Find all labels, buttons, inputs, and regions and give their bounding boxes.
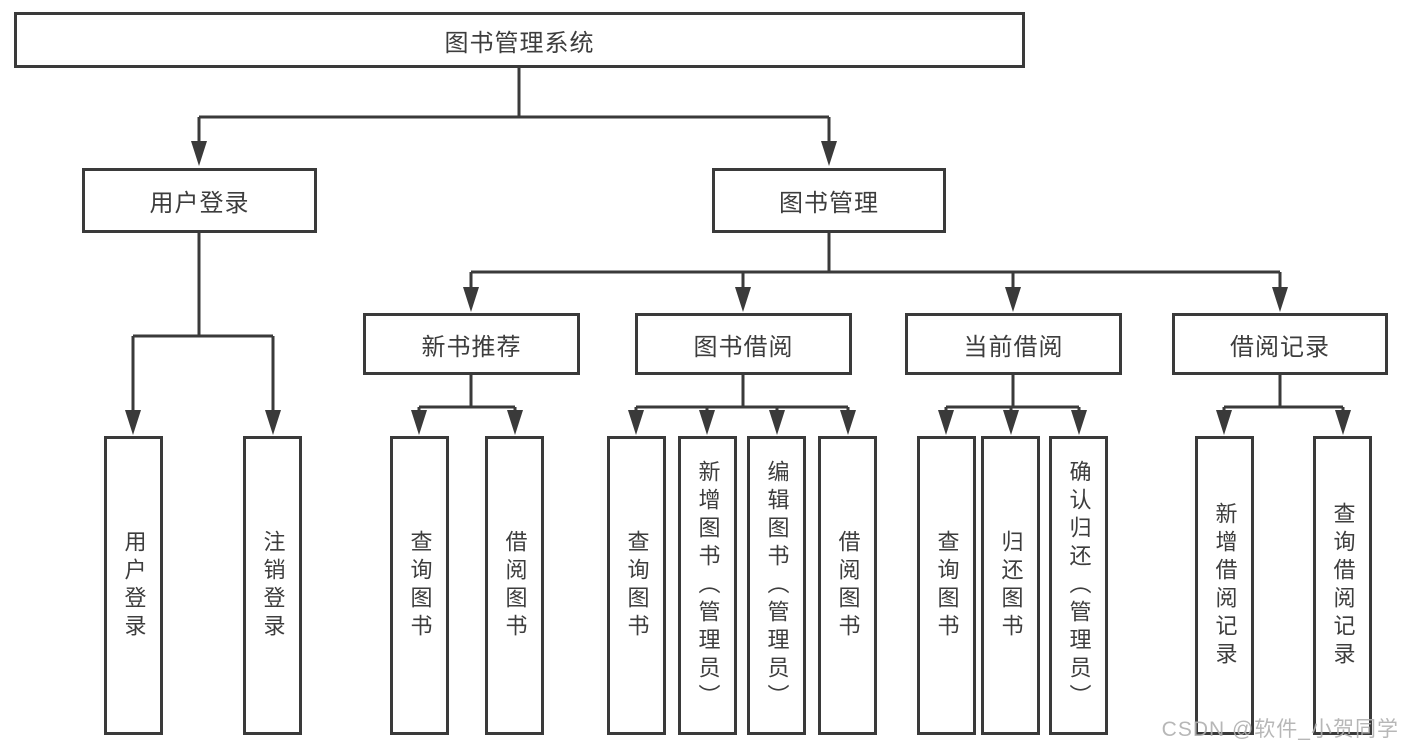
node-leaf-query-borrow-record: 查询借阅记录 [1313, 436, 1372, 735]
csdn-watermark: CSDN @软件_小贺同学 [1161, 718, 1399, 741]
node-borrow-records-label: 借阅记录 [1230, 333, 1330, 361]
node-leaf-borrow-books-recommend: 借阅图书 [485, 436, 544, 735]
node-new-book-recommend-label: 新书推荐 [421, 333, 522, 361]
node-leaf-add-borrow-record: 新增借阅记录 [1195, 436, 1254, 735]
node-leaf-query-books-borrow: 查询图书 [607, 436, 666, 735]
node-leaf-query-books-current: 查询图书 [917, 436, 976, 735]
node-book-management: 图书管理 [712, 168, 946, 233]
node-current-borrow-label: 当前借阅 [963, 333, 1064, 361]
node-leaf-return-books: 归还图书 [981, 436, 1040, 735]
node-new-book-recommend: 新书推荐 [363, 313, 580, 375]
node-user-login-label: 用户登录 [149, 190, 250, 217]
node-book-borrow: 图书借阅 [635, 313, 852, 375]
node-borrow-records: 借阅记录 [1172, 313, 1388, 375]
node-leaf-add-books-admin: 新增图书（管理员） [678, 436, 737, 735]
node-book-borrow-label: 图书借阅 [693, 333, 794, 361]
node-leaf-query-books-recommend: 查询图书 [390, 436, 449, 735]
node-root-label: 图书管理系统 [444, 29, 595, 57]
node-leaf-logout: 注销登录 [243, 436, 302, 735]
node-leaf-edit-books-admin: 编辑图书（管理员） [747, 436, 806, 735]
node-leaf-borrow-books: 借阅图书 [818, 436, 877, 735]
node-user-login: 用户登录 [82, 168, 317, 233]
node-leaf-user-login: 用户登录 [104, 436, 163, 735]
node-current-borrow: 当前借阅 [905, 313, 1122, 375]
node-book-management-label: 图书管理 [779, 190, 879, 217]
node-root: 图书管理系统 [14, 12, 1025, 68]
node-leaf-confirm-return-admin: 确认归还（管理员） [1049, 436, 1108, 735]
